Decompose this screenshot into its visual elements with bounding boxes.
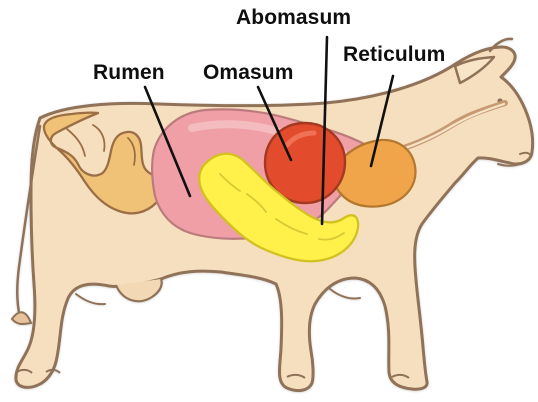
cow-leg-fold-front	[330, 289, 360, 299]
abomasum-label: Abomasum	[236, 7, 351, 28]
cow-tail-tuft	[12, 312, 31, 324]
cow-leg-fold-back	[76, 294, 105, 304]
rumen-label: Rumen	[93, 62, 165, 83]
omasum-label: Omasum	[203, 62, 293, 83]
reticulum-label: Reticulum	[343, 44, 445, 65]
